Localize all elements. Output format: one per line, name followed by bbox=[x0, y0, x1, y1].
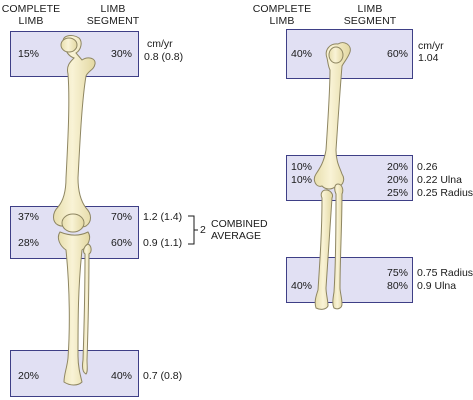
right-header-segment-line2: SEGMENT bbox=[343, 15, 397, 27]
left-header-segment-line2: SEGMENT bbox=[86, 15, 140, 27]
proximal-femur-complete: 15% bbox=[18, 48, 40, 60]
elbow-rate-2: 0.22 Ulna bbox=[417, 174, 462, 186]
left-header-segment-line1: LIMB bbox=[100, 3, 126, 15]
proximal-tibia-segment: 60% bbox=[110, 237, 132, 249]
combined-label-line2: AVERAGE bbox=[211, 230, 261, 242]
distal-tibia-complete: 20% bbox=[18, 370, 40, 382]
elbow-segment-3: 25% bbox=[386, 187, 408, 199]
left-header-complete-line2: LIMB bbox=[18, 15, 44, 27]
proximal-humerus-segment: 60% bbox=[386, 48, 408, 60]
proximal-femur-segment: 30% bbox=[110, 48, 132, 60]
tibia-bone bbox=[57, 231, 91, 386]
proximal-humerus-rate: 1.04 bbox=[418, 52, 439, 64]
femur-bone bbox=[53, 35, 96, 228]
distal-forearm-rate-2: 0.9 Ulna bbox=[417, 280, 457, 292]
elbow-complete-2: 10% bbox=[291, 174, 313, 186]
left-header-complete-limb: COMPLETE LIMB bbox=[0, 3, 62, 27]
left-header-limb-segment: LIMB SEGMENT bbox=[82, 3, 144, 27]
combined-bracket bbox=[188, 215, 198, 245]
ulna-bone bbox=[332, 183, 344, 310]
proximal-femur-rate: 0.8 (0.8) bbox=[144, 51, 184, 63]
combined-label-line1: COMBINED bbox=[211, 218, 268, 230]
elbow-segment-1: 20% bbox=[386, 161, 408, 173]
growth-box-elbow bbox=[286, 155, 413, 201]
right-header-complete-limb: COMPLETE LIMB bbox=[251, 3, 313, 27]
growth-box-distal-forearm bbox=[286, 257, 413, 303]
distal-forearm-segment-1: 75% bbox=[386, 267, 408, 279]
right-header-complete-line2: LIMB bbox=[269, 15, 295, 27]
proximal-humerus-complete: 40% bbox=[291, 48, 313, 60]
radius-bone bbox=[314, 189, 333, 310]
elbow-rate-3: 0.25 Radius bbox=[417, 187, 473, 199]
patella-bone bbox=[61, 213, 85, 233]
distal-femur-complete: 37% bbox=[18, 211, 40, 223]
proximal-tibia-rate: 0.9 (1.1) bbox=[143, 237, 183, 249]
elbow-rate-1: 0.26 bbox=[417, 161, 438, 173]
left-units-label: cm/yr bbox=[147, 38, 173, 50]
distal-tibia-rate: 0.7 (0.8) bbox=[143, 370, 183, 382]
distal-femur-segment: 70% bbox=[110, 211, 132, 223]
elbow-complete-1: 10% bbox=[291, 161, 313, 173]
distal-tibia-segment: 40% bbox=[110, 370, 132, 382]
distal-forearm-segment-2: 80% bbox=[386, 280, 408, 292]
right-header-segment-line1: LIMB bbox=[357, 3, 383, 15]
right-header-limb-segment: LIMB SEGMENT bbox=[339, 3, 401, 27]
left-header-complete-line1: COMPLETE bbox=[1, 3, 61, 15]
fibula-bone bbox=[81, 243, 92, 375]
humerus-bone bbox=[313, 42, 351, 190]
distal-femur-rate: 1.2 (1.4) bbox=[143, 211, 183, 223]
elbow-segment-2: 20% bbox=[386, 174, 408, 186]
right-header-complete-line1: COMPLETE bbox=[252, 3, 312, 15]
combined-number: 2 bbox=[200, 224, 206, 236]
right-units-label: cm/yr bbox=[418, 40, 444, 52]
growth-box-proximal-humerus bbox=[286, 29, 413, 79]
distal-forearm-complete: 40% bbox=[291, 280, 313, 292]
distal-forearm-rate-1: 0.75 Radius bbox=[417, 267, 473, 279]
proximal-tibia-complete: 28% bbox=[18, 237, 40, 249]
